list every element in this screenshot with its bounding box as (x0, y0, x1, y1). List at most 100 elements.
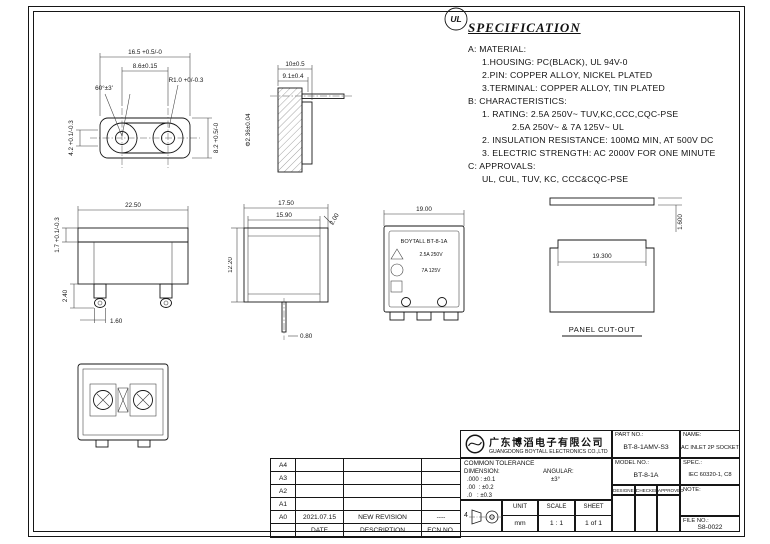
spec-line-housing: 1.HOUSING: PC(BLACK), UL 94V-0 (482, 57, 628, 67)
rev-header-description: DESCRIPTION (343, 523, 422, 538)
rev-cell-empty (421, 497, 461, 511)
scale-label: SCALE (546, 504, 567, 510)
sheet-value: 1 of 1 (584, 520, 602, 527)
file-no-label: FILE NO.: (683, 518, 709, 524)
bracket-body (77, 227, 189, 285)
dim-side-depth-outer: 10±0.5 (285, 61, 305, 68)
dim-profile-outer: 17.50 (278, 200, 294, 207)
model-no-label: MODEL NO.: (615, 460, 649, 466)
terminal-screw-left (93, 390, 113, 410)
spec-heading-characteristics: B: CHARACTERISTICS: (468, 96, 567, 106)
profile-body (243, 227, 329, 303)
rev-cell-empty (295, 458, 344, 472)
panel-cutout-label: PANEL CUT-OUT (569, 325, 635, 334)
rev-size-a3: A3 (270, 471, 296, 485)
spec-line-rating-2: 2.5A 250V~ & 7A 125V~ UL (512, 122, 625, 132)
approved-header: APPROVED (657, 485, 684, 495)
rev-cell-empty (343, 484, 422, 498)
face-foot-center (416, 311, 432, 321)
rev-cell-empty (295, 471, 344, 485)
face-rating-2: 7A 125V (422, 268, 442, 274)
bottom-inner (82, 368, 164, 436)
housing-section (277, 87, 303, 173)
rev-header-ecn: ECN NO. (421, 523, 461, 538)
face-pin-left (401, 297, 411, 307)
dim-front-height-left: 4.2 +0.1/-0.3 (68, 120, 75, 156)
dim-side-pin-dia: Φ2.36±0.04 (245, 113, 252, 146)
name-label: NAME: (683, 432, 702, 438)
side-view: 10±0.5 9.1±0.4 Φ2.36±0.04 (245, 61, 352, 173)
dim-front-height-right: 8.2 +0.5/-0 (213, 122, 220, 153)
unit-value: mm (514, 520, 526, 527)
dim-front-pitch: 8.6±0.15 (133, 63, 158, 70)
face-brand-text: BOYTALL BT-8-1A (401, 239, 448, 245)
dim-mount-foot: 1.60 (110, 318, 123, 325)
tolerance-row-3: .0 : ±0.3 (467, 493, 492, 499)
face-foot-right (443, 311, 459, 321)
rev-size-a2: A2 (270, 484, 296, 498)
spec-heading-material: A: MATERIAL: (468, 44, 527, 54)
center-divider (117, 387, 129, 413)
model-no-value: BT-8-1A (633, 472, 659, 479)
spec-line-pin: 2.PIN: COPPER ALLOY, NICKEL PLATED (482, 70, 653, 80)
dim-mount-leg: 2.40 (62, 289, 69, 302)
bottom-outer (77, 363, 169, 441)
dim-front-angle: 60°±3' (95, 84, 113, 92)
tolerance-title: COMMON TOLERANCE (464, 460, 535, 467)
face-rating-1: 2.5A 250V (419, 252, 443, 258)
company-block: 广东博滔电子有限公司 GUANGDONG BOYTALL ELECTRONICS… (460, 430, 612, 458)
part-no-value: BT-8-1AMV-S3 (623, 444, 669, 451)
dim-mount-step: 1.7 +0.1/-0.3 (54, 217, 61, 253)
rev-cell-empty (421, 458, 461, 472)
cutout-outline (549, 239, 655, 313)
file-no-cell: FILE NO.: S8-0022 (680, 516, 740, 532)
spec-line-terminal: 3.TERMINAL: COPPER ALLOY, TIN PLATED (482, 83, 665, 93)
model-no-cell: MODEL NO.: BT-8-1A (612, 458, 680, 485)
spec-line-strength: 3. ELECTRIC STRENGTH: AC 2000V FOR ONE M… (482, 148, 716, 158)
note-label: NOTE: (683, 487, 701, 493)
tolerance-angular-value: ±3° (551, 477, 561, 483)
dim-side-depth-inner: 9.1±0.4 (283, 73, 304, 80)
unit-cell: UNIT mm (502, 500, 538, 532)
company-logo-icon (465, 434, 485, 454)
dim-front-overall: 16.5 +0.5/-0 (128, 49, 162, 56)
scale-cell: SCALE 1 : 1 (538, 500, 575, 532)
rev-date: 2021.07.15 (295, 510, 344, 524)
dim-cutout-width: 19.300 (592, 253, 612, 260)
revision-table: A4 A3 A2 A1 A0 2021.07.15 NEW REVISION (270, 458, 461, 538)
dim-profile-inner: 15.90 (276, 212, 292, 219)
rev-size-a4: A4 (270, 458, 296, 472)
scale-value: 1 : 1 (549, 520, 564, 527)
designer-label: DESIGNER (613, 488, 637, 493)
specification-block: SPECIFICATION A: MATERIAL: 1.HOUSING: PC… (468, 20, 740, 186)
rev-cell-empty (295, 497, 344, 511)
checked-header: CHECKED (635, 485, 658, 495)
dim-profile-height: 12.20 (228, 257, 234, 273)
rev-cell-empty (270, 523, 296, 538)
front-view: 16.5 +0.5/-0 8.6±0.15 60°±3' R1.0 +0/-0.… (68, 49, 220, 168)
tolerance-row-1: .000 : ±0.1 (467, 477, 496, 483)
rev-cell-empty (295, 484, 344, 498)
socket-body-outline (99, 117, 191, 159)
part-no-label: PART NO.: (615, 432, 644, 438)
rev-a0: A0 (270, 510, 296, 524)
file-no-value: S8-0022 (697, 524, 723, 531)
rev-cell-empty (343, 458, 422, 472)
rev-cell-empty (343, 471, 422, 485)
rev-ecn: ---- (421, 510, 461, 524)
projection-cell: 4 (460, 500, 502, 532)
title-block: 广东博滔电子有限公司 GUANGDONG BOYTALL ELECTRONICS… (460, 430, 740, 532)
cert-circle-icon (390, 263, 404, 277)
approved-label: APPROVED (658, 488, 684, 493)
face-foot-left (389, 311, 405, 321)
bottom-view (77, 363, 169, 448)
company-name-cn: 广东博滔电子有限公司 (489, 437, 604, 449)
dim-mount-width: 22.50 (125, 202, 141, 209)
spec-label: SPEC.: (683, 460, 703, 466)
sheet-cell: SHEET 1 of 1 (575, 500, 612, 532)
pin-hole-left (115, 131, 129, 145)
terminal-screw-right (133, 390, 153, 410)
part-no-cell: PART NO.: BT-8-1AMV-S3 (612, 430, 680, 458)
spec-cell: SPEC.: IEC 60320-1, C8 (680, 458, 740, 485)
profile-view: 17.50 15.90 2.00 12.20 0.80 (228, 200, 341, 340)
